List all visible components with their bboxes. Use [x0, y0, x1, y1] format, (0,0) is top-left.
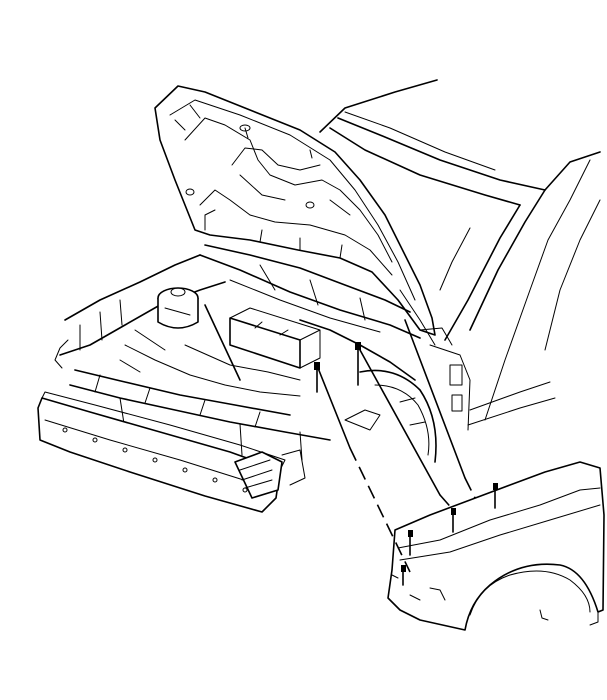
cowl-panel: [199, 244, 421, 339]
hood: [154, 85, 436, 336]
bolt: [314, 362, 320, 393]
engine-compartment: [54, 254, 556, 463]
front-fender: [387, 461, 605, 631]
fender-bolts: [314, 342, 498, 586]
bolt: [493, 483, 498, 509]
bolt: [355, 342, 361, 386]
bumper-bar-holes: [62, 427, 248, 493]
removal-guide-lines: [317, 319, 476, 573]
front-bumper-bar: [37, 391, 306, 513]
bolt: [401, 565, 406, 586]
bolt: [408, 530, 413, 556]
windshield-and-pillar: [319, 79, 601, 421]
bolt: [451, 508, 456, 533]
